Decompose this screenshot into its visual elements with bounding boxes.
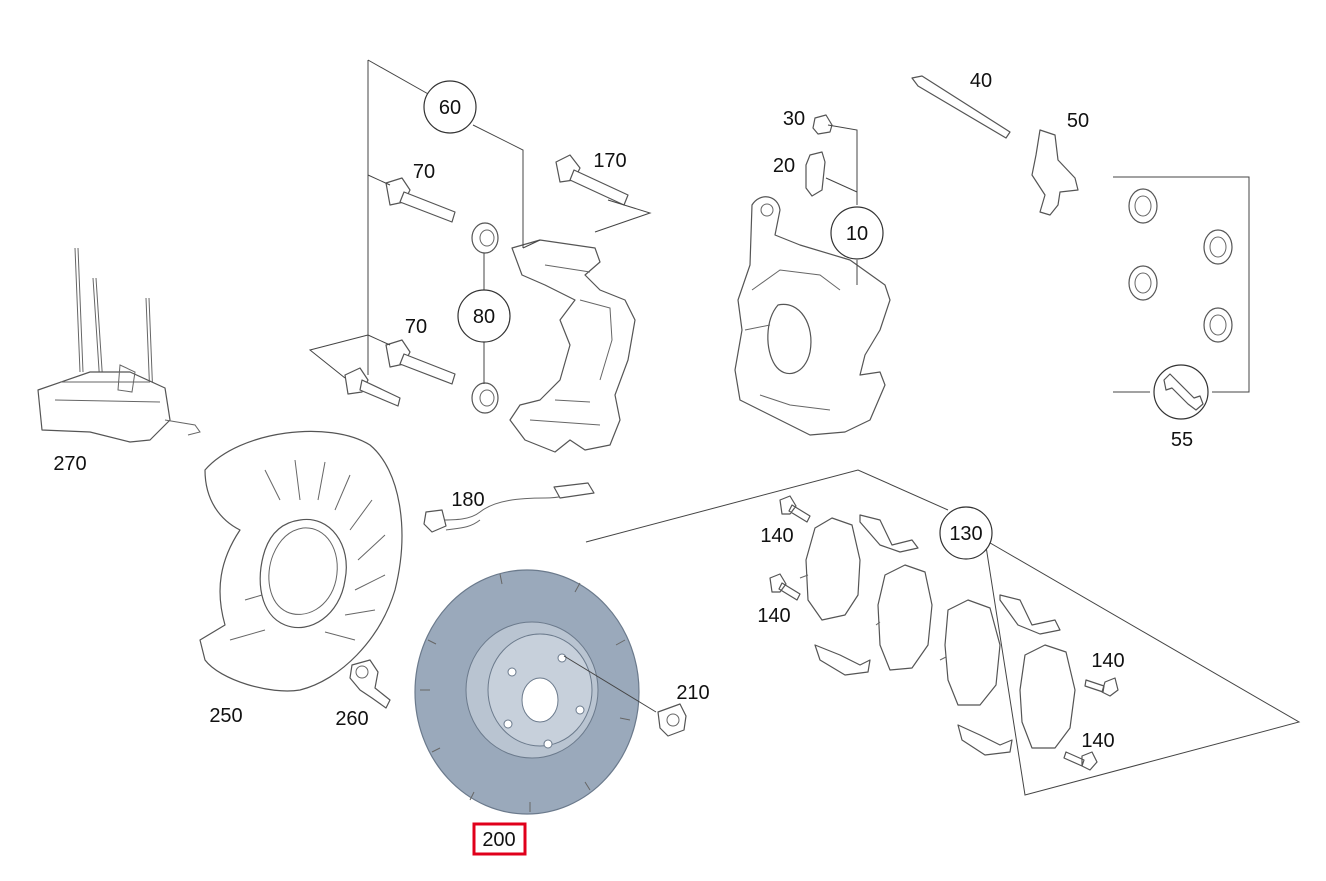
label-55[interactable]: 55: [1171, 429, 1193, 451]
labels: 60 80 10 130 70 70 170 30 20 40 50 55 27…: [53, 70, 1193, 851]
label-70-bottom[interactable]: 70: [405, 316, 427, 338]
part-40-pin[interactable]: [911, 75, 1011, 139]
label-180[interactable]: 180: [451, 489, 484, 511]
label-140-a[interactable]: 140: [760, 525, 793, 547]
part-250-splash-shield[interactable]: [199, 430, 403, 692]
label-140-d[interactable]: 140: [1081, 730, 1114, 752]
part-10-caliper-housing[interactable]: [734, 196, 891, 436]
callout-80[interactable]: [457, 289, 511, 343]
part-20-bleed-screw[interactable]: [805, 151, 826, 197]
label-250[interactable]: 250: [209, 705, 242, 727]
callout-10[interactable]: [830, 206, 884, 260]
label-80[interactable]: 80: [473, 306, 495, 328]
part-130-brake-pads[interactable]: [799, 517, 1076, 749]
part-30-cap[interactable]: [812, 114, 833, 135]
part-140-bolts[interactable]: [769, 495, 1119, 771]
callout-130[interactable]: [939, 506, 993, 560]
label-200[interactable]: 200: [482, 829, 515, 851]
pad-clips[interactable]: [814, 514, 1061, 756]
label-30[interactable]: 30: [783, 108, 805, 130]
label-50[interactable]: 50: [1067, 110, 1089, 132]
label-260[interactable]: 260: [335, 708, 368, 730]
label-140-b[interactable]: 140: [757, 605, 790, 627]
highlight-box-200: [472, 822, 527, 856]
part-270-bracket[interactable]: [37, 247, 201, 443]
label-circles: [423, 80, 993, 560]
part-55-seal-kit[interactable]: [1113, 176, 1250, 420]
part-80-bushes[interactable]: [471, 222, 499, 414]
label-20[interactable]: 20: [773, 155, 795, 177]
leader-lines: [308, 59, 1301, 796]
label-270[interactable]: 270: [53, 453, 86, 475]
part-70-bolts[interactable]: [344, 177, 456, 407]
label-60[interactable]: 60: [439, 97, 461, 119]
label-40[interactable]: 40: [970, 70, 992, 92]
label-130[interactable]: 130: [949, 523, 982, 545]
part-170-bolt[interactable]: [555, 154, 629, 206]
label-170[interactable]: 170: [593, 150, 626, 172]
part-260-screw[interactable]: [349, 659, 391, 709]
caliper-carrier[interactable]: [509, 239, 636, 453]
label-70-top[interactable]: 70: [413, 161, 435, 183]
label-10[interactable]: 10: [846, 223, 868, 245]
part-50-spring[interactable]: [1031, 129, 1079, 216]
callout-60[interactable]: [423, 80, 477, 134]
part-210-screw[interactable]: [657, 703, 687, 737]
part-180-wear-sensor[interactable]: [423, 482, 595, 533]
label-210[interactable]: 210: [676, 682, 709, 704]
label-140-c[interactable]: 140: [1091, 650, 1124, 672]
part-200-brake-disc[interactable]: [414, 569, 640, 815]
